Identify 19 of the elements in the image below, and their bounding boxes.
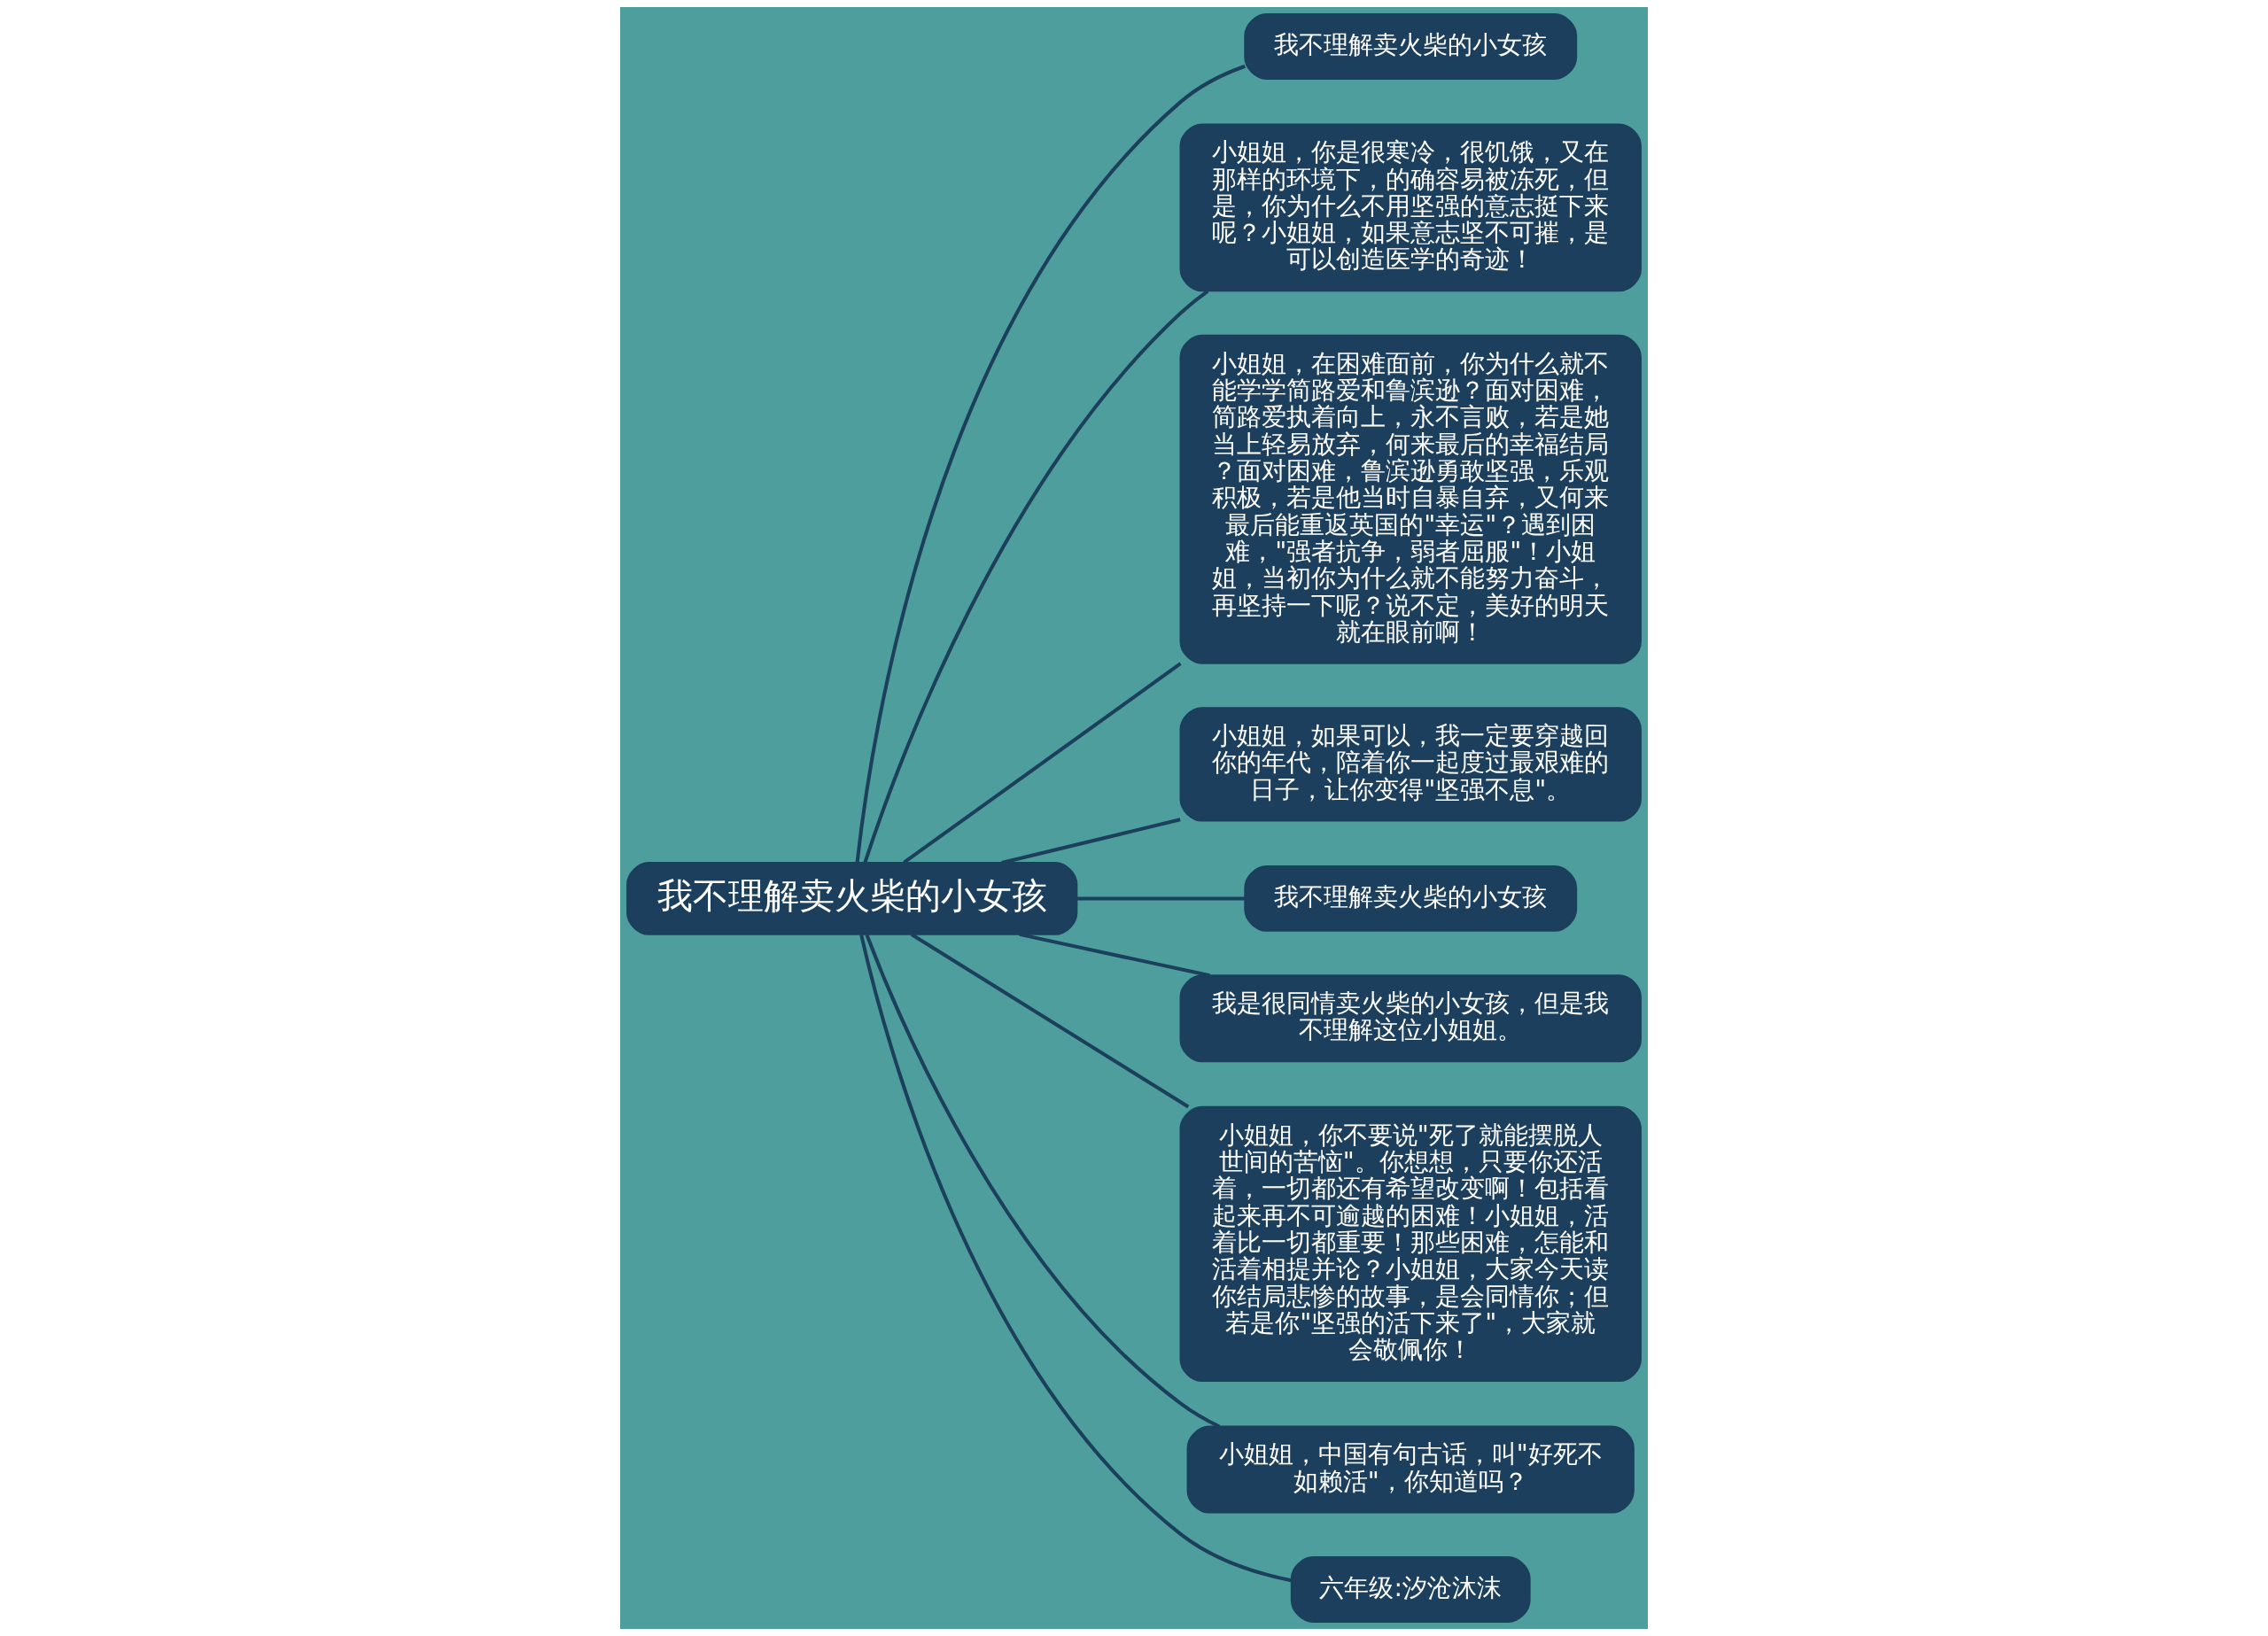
node-box: 小姐姐，中国有句古话，叫"好死不如赖活"，你知道吗？ (1186, 1425, 1635, 1514)
node-box: 我不理解卖火柴的小女孩 (1244, 13, 1578, 80)
connector (865, 934, 1221, 1429)
connector (1019, 932, 1210, 978)
node-box: 小姐姐，你不要说"死了就能摆脱人世间的苦恼"。你想想，只要你还活着，一切都还有希望改变啊！包括看起来再不可逾越的困难！小姐姐，活着比一切都重要！那些困难，怎能和活着相提并论？小姐姐，大家今天读你结局悲惨的故事，是会同情你；但若是你"坚强的活下来了"，大家就会敬佩你！ (1179, 1105, 1642, 1383)
connector (855, 64, 1246, 864)
connector (910, 933, 1190, 1109)
connector (859, 934, 1292, 1583)
node-box: 小姐姐，如果可以，我一定要穿越回你的年代，陪着你一起度过最艰难的日子，让你变得"坚强不息"。 (1179, 707, 1642, 822)
node-box: 六年级:汐沧沐沫 (1290, 1556, 1531, 1623)
node-box: 我是很同情卖火柴的小女孩，但是我不理解这位小姐姐。 (1179, 974, 1642, 1063)
node-box: 我不理解卖火柴的小女孩 (1244, 865, 1578, 932)
node-box: 小姐姐，你是很寒冷，很饥饿，又在那样的环境下，的确容易被冻死，但是，你为什么不用坚强的意志挺下来呢？小姐姐，如果意志坚不可摧，是可以创造医学的奇迹！ (1179, 123, 1642, 292)
connector (863, 290, 1209, 864)
node-box: 我不理解卖火柴的小女孩 (626, 862, 1078, 935)
connector (1001, 818, 1181, 865)
connector (1076, 896, 1246, 901)
connector (903, 662, 1182, 865)
node-box: 小姐姐，在困难面前，你为什么就不能学学简路爱和鲁滨逊？面对困难，简路爱执着向上，永不言败，若是她当上轻易放弃，何来最后的幸福结局？面对困难，鲁滨逊勇敢坚强，乐观积极，若是他当时自暴自弃，又何来最后能重返英国的"幸运"？遇到困难，"强者抗争，弱者屈服"！小姐姐，当初你为什么就不能努力奋斗，再坚持一下呢？说不定，美好的明天就在眼前啊！ (1179, 334, 1642, 664)
